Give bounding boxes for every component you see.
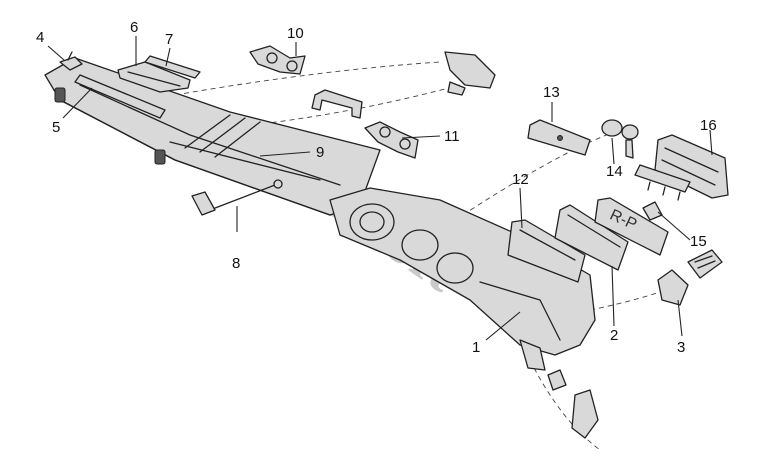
part-14-lock-cylinder (601, 119, 639, 159)
part-12-plate-housing (507, 219, 586, 283)
part-11-badge (364, 121, 419, 159)
lower-hinge (547, 369, 599, 439)
callout-1: 1 (472, 339, 480, 356)
callout-7: 7 (165, 31, 173, 48)
trim-handle (311, 89, 363, 119)
callout-6: 6 (130, 19, 138, 36)
callout-11: 11 (444, 128, 460, 145)
part-13-lamp-lens (527, 119, 591, 156)
mounting-bracket (444, 51, 496, 96)
callout-8: 8 (232, 255, 240, 272)
part-1-rear-panel (329, 187, 596, 371)
part-16-lamp-cluster (634, 134, 729, 201)
callout-15: 15 (690, 233, 707, 250)
leader-lines (47, 36, 713, 341)
part-4-clip (59, 51, 83, 71)
part-3-reflector (657, 249, 723, 306)
part-7-grip (144, 55, 201, 79)
callout-3: 3 (677, 339, 685, 356)
part-15-clip (642, 201, 663, 221)
callout-16: 16 (700, 117, 717, 134)
callout-4: 4 (36, 29, 44, 46)
callout-10: 10 (287, 25, 304, 42)
callout-12: 12 (512, 171, 529, 188)
callout-9: 9 (316, 144, 324, 161)
callout-labels: 4 5 6 7 8 9 10 11 12 13 14 15 16 2 3 1 (36, 19, 717, 356)
part-5-strip (74, 74, 166, 119)
callout-5: 5 (52, 119, 60, 136)
part-10-badge (249, 45, 306, 75)
callout-13: 13 (543, 84, 560, 101)
callout-14: 14 (606, 163, 623, 180)
callout-2: 2 (610, 327, 618, 344)
part-8-gas-strut (191, 179, 283, 216)
part-2-plate-frame (554, 204, 629, 271)
